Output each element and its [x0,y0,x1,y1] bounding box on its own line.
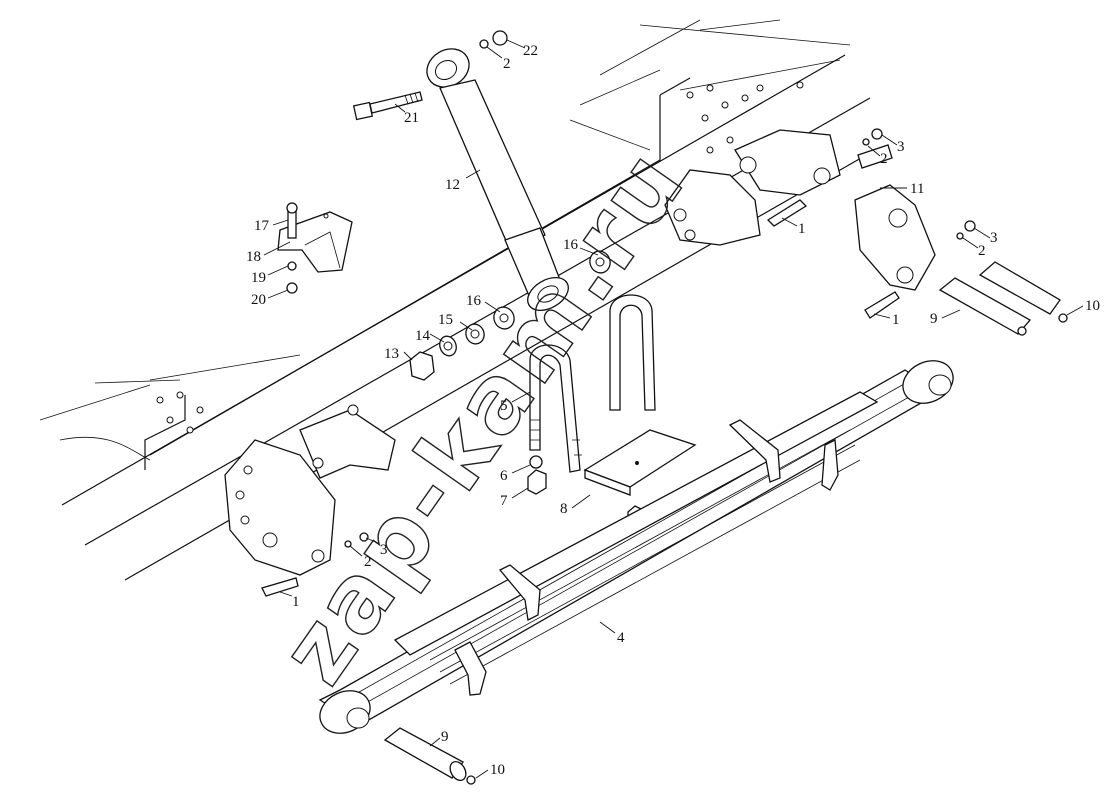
callout-14: 14 [415,328,431,344]
callout-18: 18 [246,249,261,265]
callout-9: 9 [441,729,449,745]
leader-lines [263,39,1084,779]
callout-8: 8 [560,501,568,517]
callout-17: 17 [254,218,270,234]
front-hangers [224,404,396,597]
callout-11: 11 [910,181,924,197]
callout-5: 5 [500,398,508,414]
callout-22: 22 [523,43,538,59]
callout-3: 3 [897,139,905,155]
callout-16: 16 [466,293,482,309]
callout-9: 9 [930,311,938,327]
callout-15: 15 [438,312,453,328]
callout-7: 7 [500,493,508,509]
rear-hanger-and-shackle [664,128,1068,336]
callout-21: 21 [404,110,419,126]
callout-4: 4 [617,630,625,646]
callout-1: 1 [892,312,900,328]
front-pin-9 [383,727,476,785]
callout-2: 2 [978,243,986,259]
callout-2: 2 [880,151,888,167]
callout-1: 1 [798,221,806,237]
callout-10: 10 [490,762,505,778]
callout-1: 1 [292,594,300,610]
callout-20: 20 [251,292,266,308]
callout-3: 3 [990,230,998,246]
callout-2: 2 [503,56,511,72]
shock-absorber [426,48,569,312]
callout-19: 19 [251,270,266,286]
callout-13: 13 [384,346,399,362]
callout-12: 12 [445,177,460,193]
callout-labels: 22 2 21 12 17 18 19 20 3 2 11 1 16 3 2 1… [246,43,1100,778]
nut-22-washer-2 [479,30,508,49]
leaf-spring [318,360,954,734]
u-bolts [527,294,697,527]
callout-3: 3 [380,542,388,558]
bracket-18 [277,202,353,294]
callout-10: 10 [1085,298,1100,314]
callout-2: 2 [364,554,372,570]
callout-6: 6 [500,468,508,484]
bolt-21 [352,91,423,121]
callout-16: 16 [563,237,579,253]
